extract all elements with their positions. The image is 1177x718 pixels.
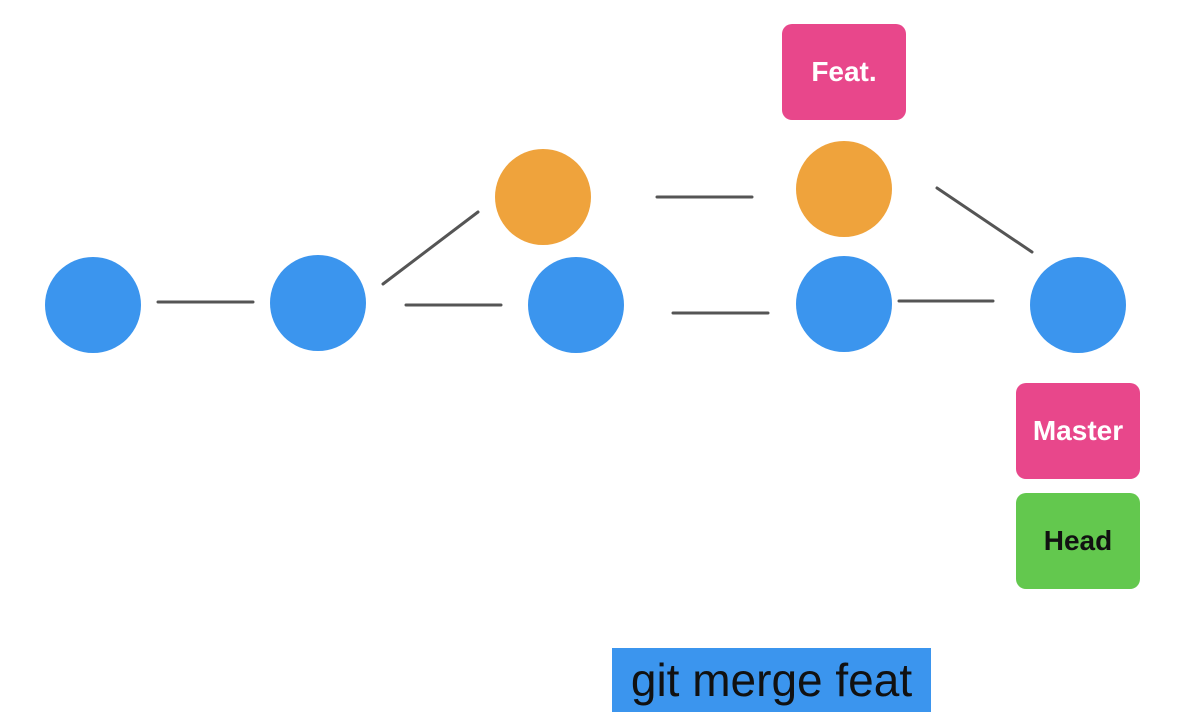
master-branch-label: Master (1016, 383, 1140, 479)
feat-branch-label-text: Feat. (811, 56, 877, 87)
commit-node (45, 257, 141, 353)
edge-c2-f1 (381, 210, 480, 286)
feat-branch-label: Feat. (782, 24, 906, 120)
head-pointer-label-text: Head (1043, 525, 1113, 556)
feature-commit-node (796, 141, 892, 237)
master-branch-label-text: Master (1032, 415, 1124, 446)
merge-commit-node (1030, 257, 1126, 353)
commit-node (528, 257, 624, 353)
feature-commit-node (495, 149, 591, 245)
edge-f2-c5 (935, 186, 1034, 254)
head-pointer-label: Head (1016, 493, 1140, 589)
command-caption: git merge feat (612, 648, 931, 712)
commit-node (796, 256, 892, 352)
commit-node (270, 255, 366, 351)
